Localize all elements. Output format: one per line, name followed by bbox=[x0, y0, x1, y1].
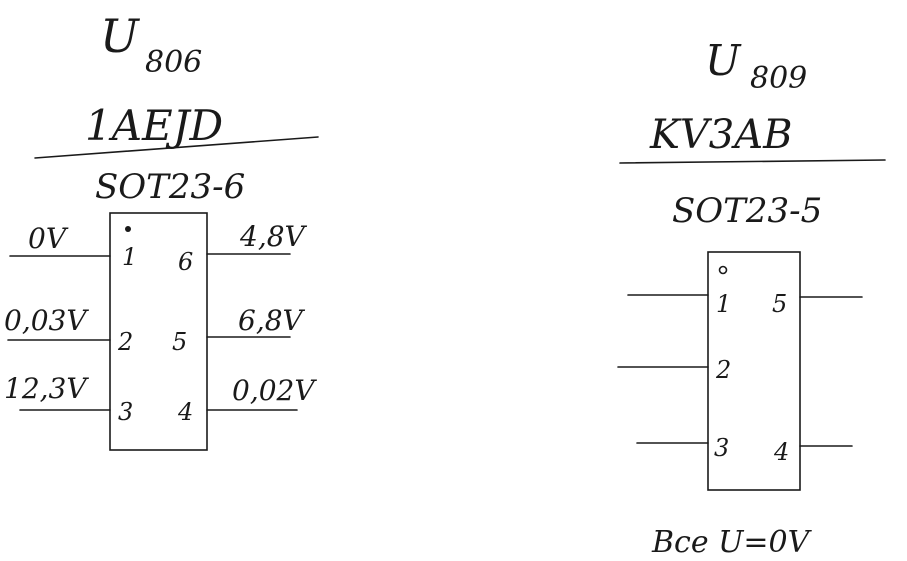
pin-number: 5 bbox=[772, 290, 787, 318]
chip-body bbox=[109, 212, 208, 451]
pin-number: 3 bbox=[714, 434, 729, 462]
pin-number: 2 bbox=[715, 356, 731, 384]
pin-number: 5 bbox=[172, 328, 187, 356]
pin-voltage: 0,02V bbox=[232, 374, 317, 407]
chip-marking: 1AEJD bbox=[85, 101, 223, 150]
pin-number: 4 bbox=[177, 398, 193, 426]
pin-number: 2 bbox=[117, 328, 133, 356]
chip-marking: KV3AB bbox=[649, 112, 793, 158]
pin-voltage: 6,8V bbox=[238, 304, 306, 337]
pin-number: 3 bbox=[118, 398, 133, 426]
pin-number: 4 bbox=[773, 438, 789, 466]
pin1-circle-marker bbox=[718, 265, 728, 275]
chip-u809: U 809 KV3AB SOT23-5 1 2 3 4 5 Все U=0V bbox=[617, 36, 886, 560]
note-all-voltages-zero: Все U=0V bbox=[651, 525, 813, 560]
chip-body bbox=[707, 251, 801, 491]
chip-ref-letter: U bbox=[100, 9, 141, 63]
chip-package: SOT23-5 bbox=[672, 191, 822, 231]
chip-package: SOT23-6 bbox=[95, 167, 245, 207]
marking-underline bbox=[34, 136, 319, 159]
chip-ref-number: 806 bbox=[145, 45, 202, 80]
pin-voltage: 0V bbox=[28, 222, 69, 255]
pin1-dot-marker bbox=[125, 226, 131, 232]
chip-ref-letter: U bbox=[705, 36, 742, 85]
pin-voltage: 0,03V bbox=[4, 304, 89, 337]
chip-u806: U 806 1AEJD SOT23-6 1 2 3 4 5 6 0V 0,03V… bbox=[4, 9, 319, 451]
chip-ref-number: 809 bbox=[750, 61, 807, 96]
pin-voltage: 12,3V bbox=[4, 372, 89, 405]
marking-underline bbox=[619, 159, 886, 164]
pin-number: 1 bbox=[716, 290, 731, 318]
pin-number: 6 bbox=[178, 248, 193, 276]
pin-voltage: 4,8V bbox=[239, 220, 308, 253]
pin-number: 1 bbox=[122, 243, 137, 271]
